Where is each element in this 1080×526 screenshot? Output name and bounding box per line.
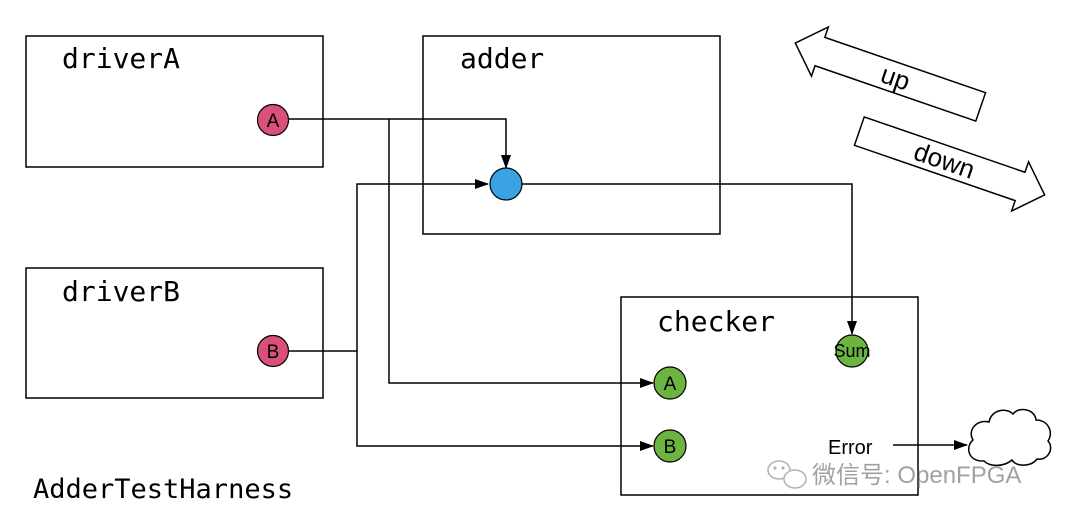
wire-a-to-checker (388, 119, 654, 388)
checker-title: checker (657, 305, 775, 338)
port-checker-sum-label: Sum (833, 341, 870, 361)
driver-b-block: driverB (25, 267, 324, 399)
down-arrow-label: down (910, 136, 979, 185)
port-checker-b: B (653, 429, 687, 463)
driver-a-block: driverA (25, 35, 324, 168)
port-driver-b-label: B (267, 342, 280, 363)
port-checker-b-label: B (664, 437, 677, 458)
error-label: Error (828, 437, 873, 459)
driver-b-title: driverB (62, 275, 180, 308)
wechat-icon (767, 460, 807, 489)
wire-b-to-checker (356, 351, 654, 451)
driver-a-title: driverA (62, 42, 180, 75)
port-checker-a: A (653, 366, 687, 400)
adder-title: adder (460, 42, 544, 75)
adder-node (489, 167, 523, 201)
adder-block: adder (422, 35, 721, 235)
watermark-text: 微信号: OpenFPGA (812, 462, 1021, 489)
port-checker-a-label: A (664, 374, 677, 395)
port-driver-a: A (256, 103, 290, 137)
harness-title: AdderTestHarness (33, 474, 293, 505)
cloud-icon (967, 408, 1052, 467)
watermark: 微信号: OpenFPGA (767, 460, 1021, 489)
port-driver-a-label: A (267, 111, 280, 132)
port-checker-sum: Sum (833, 334, 871, 368)
port-driver-b: B (256, 334, 290, 368)
right-arrow-icon: down (853, 115, 1046, 213)
wires (288, 118, 968, 451)
wire-sum-to-checker (522, 183, 857, 335)
left-arrow-icon: up (794, 25, 987, 123)
wire-a-to-adder (289, 118, 511, 169)
wire-b-to-adder (288, 179, 489, 352)
